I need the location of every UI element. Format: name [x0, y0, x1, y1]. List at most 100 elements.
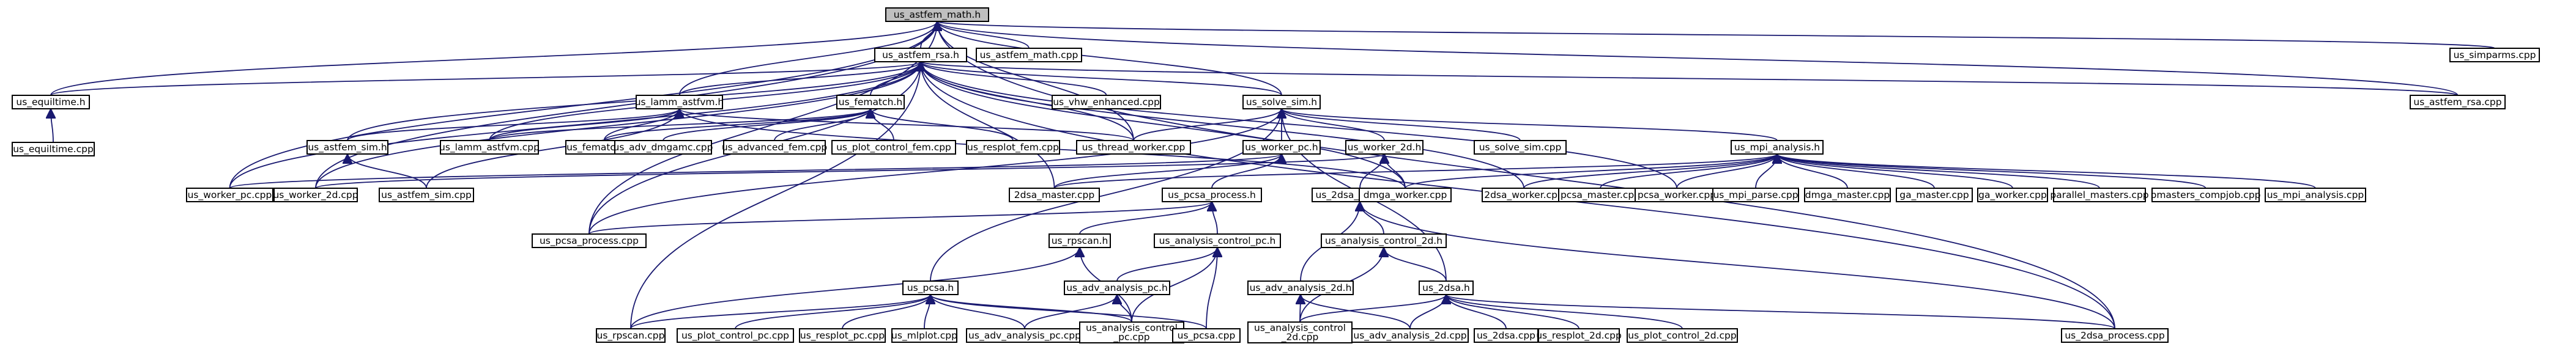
graph-node-equiltime_h[interactable]: us_equiltime.h [12, 95, 90, 109]
node-box[interactable] [874, 48, 967, 62]
node-box[interactable] [1064, 280, 1170, 295]
graph-node-rpscan_cpp[interactable]: us_rpscan.cpp [596, 328, 666, 343]
node-box[interactable] [1076, 140, 1191, 155]
node-box[interactable] [1359, 188, 1452, 202]
graph-node-mpi_parse[interactable]: us_mpi_parse.cpp [1712, 188, 1799, 202]
node-box[interactable] [831, 140, 956, 155]
graph-node-pcsa_proc_h[interactable]: us_pcsa_process.h [1162, 188, 1262, 202]
graph-node-adv_pc_h[interactable]: us_adv_analysis_pc.h [1064, 280, 1170, 295]
node-box[interactable] [2265, 188, 2366, 202]
node-box[interactable] [12, 142, 95, 156]
graph-node-mpi_h[interactable]: us_mpi_analysis.h [1731, 140, 1824, 155]
node-box[interactable] [966, 140, 1060, 155]
graph-node-pcsa_proc_cpp[interactable]: us_pcsa_process.cpp [532, 233, 647, 248]
graph-node-dmga_worker[interactable]: dmga_worker.cpp [1359, 188, 1452, 202]
graph-node-dsa2_worker[interactable]: 2dsa_worker.cpp [1482, 188, 1566, 202]
graph-node-ac2d_h[interactable]: us_analysis_control_2d.h [1321, 233, 1447, 248]
graph-node-acpc_cpp[interactable]: us_analysis_control_pc.cpp [1079, 321, 1184, 343]
graph-node-mpi_cpp[interactable]: us_mpi_analysis.cpp [2265, 188, 2366, 202]
graph-node-ga_worker[interactable]: ga_worker.cpp [1977, 188, 2048, 202]
graph-node-ac2d_cpp[interactable]: us_analysis_control_2d.cpp [1247, 321, 1353, 343]
graph-node-worker_2d_h[interactable]: us_worker_2d.h [1345, 140, 1423, 155]
graph-node-dsa2_h[interactable]: us_2dsa.h [1419, 280, 1474, 295]
node-box[interactable] [677, 328, 794, 343]
graph-node-adv_pc_cpp[interactable]: us_adv_analysis_pc.cpp [966, 328, 1083, 343]
graph-node-solve_h[interactable]: us_solve_sim.h [1242, 95, 1321, 109]
graph-node-thread_worker[interactable]: us_thread_worker.cpp [1076, 140, 1191, 155]
node-box[interactable] [723, 140, 826, 155]
node-box[interactable] [2449, 48, 2540, 62]
node-box[interactable] [2061, 328, 2169, 343]
graph-node-worker_2d_cpp[interactable]: us_worker_2d.cpp [273, 188, 358, 202]
node-box[interactable] [1419, 280, 1474, 295]
node-box[interactable] [1009, 188, 1100, 202]
graph-node-dsa2_master[interactable]: 2dsa_master.cpp [1009, 188, 1100, 202]
node-box[interactable] [614, 140, 712, 155]
node-box[interactable] [885, 7, 989, 22]
graph-node-equiltime_cpp[interactable]: us_equiltime.cpp [12, 142, 95, 156]
node-box[interactable] [1712, 188, 1799, 202]
node-box[interactable] [1242, 95, 1321, 109]
node-box[interactable] [440, 140, 539, 155]
graph-node-dmga_master[interactable]: dmga_master.cpp [1804, 188, 1891, 202]
graph-node-ga_master[interactable]: ga_master.cpp [1896, 188, 1973, 202]
node-box[interactable] [379, 188, 474, 202]
graph-node-pmasters[interactable]: pmasters_compjob.cpp [2150, 188, 2261, 202]
node-box[interactable] [2053, 188, 2146, 202]
graph-node-mlplot[interactable]: us_mlplot.cpp [891, 328, 957, 343]
graph-node-fematch_h[interactable]: us_fematch.h [836, 95, 905, 109]
graph-node-plot_ctl_pc[interactable]: us_plot_control_pc.cpp [677, 328, 794, 343]
node-box[interactable] [2151, 188, 2260, 202]
graph-node-root[interactable]: us_astfem_math.h [885, 7, 989, 22]
node-box[interactable] [532, 233, 647, 248]
graph-node-acpc_h[interactable]: us_analysis_control_pc.h [1154, 233, 1281, 248]
graph-node-adv_dmga[interactable]: us_adv_dmgamc.cpp [614, 140, 713, 155]
graph-node-plot_ctl_fem[interactable]: us_plot_control_fem.cpp [831, 140, 956, 155]
node-box[interactable] [596, 328, 666, 343]
graph-node-lamm_h[interactable]: us_lamm_astfvm.h [635, 95, 724, 109]
node-box[interactable] [1345, 140, 1423, 155]
node-box[interactable] [1538, 328, 1620, 343]
graph-node-lamm_cpp[interactable]: us_lamm_astfvm.cpp [439, 140, 540, 155]
node-box[interactable] [1052, 95, 1161, 109]
node-box[interactable] [902, 280, 959, 295]
graph-node-adv_2d_h[interactable]: us_adv_analysis_2d.h [1247, 280, 1354, 295]
node-box[interactable] [1977, 188, 2048, 202]
node-box[interactable] [186, 188, 273, 202]
node-box[interactable] [1172, 328, 1241, 343]
graph-node-rpscan_h[interactable]: us_rpscan.h [1049, 233, 1111, 248]
node-box[interactable] [1321, 233, 1447, 248]
node-box[interactable] [1731, 140, 1824, 155]
graph-node-adv_2d_cpp[interactable]: us_adv_analysis_2d.cpp [1351, 328, 1469, 343]
graph-node-pcsa_master[interactable]: pcsa_master.cpp [1558, 188, 1642, 202]
node-box[interactable] [1049, 233, 1111, 248]
graph-node-sim_h[interactable]: us_astfem_sim.h [306, 140, 388, 155]
node-box[interactable] [1627, 328, 1738, 343]
node-box[interactable] [2410, 95, 2506, 109]
graph-node-dsa2_cpp[interactable]: us_2dsa.cpp [1474, 328, 1539, 343]
node-box[interactable] [1162, 188, 1262, 202]
graph-node-worker_pc_cpp[interactable]: us_worker_pc.cpp [186, 188, 273, 202]
node-box[interactable] [1079, 321, 1184, 343]
graph-node-simparms[interactable]: us_simparms.cpp [2449, 48, 2540, 62]
graph-node-parallel_masters[interactable]: parallel_masters.cpp [2050, 188, 2149, 202]
graph-node-math_cpp[interactable]: us_astfem_math.cpp [976, 48, 1082, 62]
node-box[interactable] [12, 95, 90, 109]
graph-node-pcsa_worker[interactable]: pcsa_worker.cpp [1635, 188, 1719, 202]
node-box[interactable] [1896, 188, 1973, 202]
graph-node-resplot_fem[interactable]: us_resplot_fem.cpp [966, 140, 1060, 155]
node-box[interactable] [1154, 233, 1281, 248]
graph-node-resplot_2d[interactable]: us_resplot_2d.cpp [1536, 328, 1622, 343]
node-box[interactable] [836, 95, 905, 109]
graph-node-solve_sim_cpp[interactable]: us_solve_sim.cpp [1474, 140, 1567, 155]
graph-node-pcsa_h[interactable]: us_pcsa.h [902, 280, 959, 295]
graph-node-adv_fem[interactable]: us_advanced_fem.cpp [722, 140, 827, 155]
node-box[interactable] [636, 95, 723, 109]
graph-node-rhe[interactable]: us_vhw_enhanced.cpp [1052, 95, 1161, 109]
graph-node-dsa2_proc_cpp[interactable]: us_2dsa_process.cpp [2061, 328, 2169, 343]
node-box[interactable] [306, 140, 388, 155]
graph-node-sim_cpp[interactable]: us_astfem_sim.cpp [379, 188, 474, 202]
node-box[interactable] [1804, 188, 1891, 202]
node-box[interactable] [1242, 140, 1321, 155]
node-box[interactable] [1351, 328, 1469, 343]
